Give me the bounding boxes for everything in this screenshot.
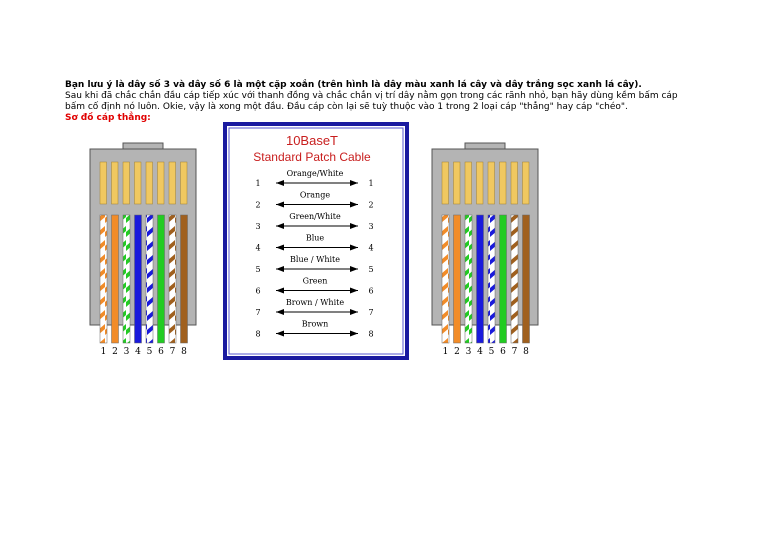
pin-number-left: 5 (255, 265, 260, 274)
connector-pin-number: 4 (477, 347, 483, 357)
wire-label: Blue / White (290, 255, 340, 264)
wire (499, 214, 507, 344)
wire (180, 214, 188, 344)
gold-contact (487, 161, 495, 205)
pin-number-right: 2 (368, 201, 373, 210)
pin-number-right: 3 (368, 222, 373, 231)
section-heading: Sơ đồ cáp thẳng: (65, 113, 151, 123)
connector-housing (431, 148, 539, 326)
wire (487, 214, 496, 344)
gold-contact (453, 161, 461, 205)
connector-pin-number: 1 (443, 347, 449, 357)
pin-row: 6 6 Green (255, 277, 373, 296)
gold-contact (157, 161, 165, 205)
gold-contact (168, 161, 176, 205)
wire (453, 214, 461, 344)
wire (441, 214, 450, 344)
gold-contact (499, 161, 507, 205)
wire (476, 214, 484, 344)
diagram-inner-frame (228, 127, 404, 355)
pin-number-left: 2 (255, 201, 260, 210)
wire-label: Green/White (289, 212, 341, 221)
wire (510, 214, 519, 344)
wire (157, 214, 165, 344)
pin-number-right: 4 (368, 244, 373, 253)
pin-number-right: 7 (368, 308, 373, 317)
note-bold: Bạn lưu ý là dây số 3 và dây số 6 là một… (65, 80, 642, 90)
gold-contact (441, 161, 449, 205)
diagram-subtitle: Standard Patch Cable (253, 150, 371, 164)
connector-pin-number: 2 (112, 347, 118, 357)
gold-contact (510, 161, 518, 205)
instruction-line-1: Sau khi đã chắc chắn đầu cáp tiếp xúc vớ… (65, 91, 678, 101)
pin-number-left: 4 (255, 244, 260, 253)
pin-number-right: 5 (368, 265, 373, 274)
connector-pin-number: 3 (124, 347, 130, 357)
wire-label: Brown / White (286, 298, 344, 307)
diagram-frame (223, 122, 409, 360)
pin-number-left: 8 (255, 330, 260, 339)
pin-number-left: 7 (255, 308, 260, 317)
wire (168, 214, 177, 344)
wire (464, 214, 473, 344)
pin-row: 2 2 Orange (255, 191, 373, 210)
connector-pin-number: 3 (466, 347, 472, 357)
wire (122, 214, 131, 344)
wire (134, 214, 142, 344)
patch-cable-diagram: 10BaseT Standard Patch Cable 1 1 Orange/Wh… (223, 122, 409, 360)
connector-pin-number: 2 (454, 347, 460, 357)
wire (111, 214, 119, 344)
gold-contact (134, 161, 142, 205)
gold-contact (476, 161, 484, 205)
pin-number-right: 6 (368, 287, 373, 296)
pin-number-right: 8 (368, 330, 373, 339)
gold-contact (99, 161, 107, 205)
connector-pin-number: 4 (135, 347, 141, 357)
connector-pin-number: 7 (512, 347, 518, 357)
connector-pin-number: 5 (489, 347, 495, 357)
latch-tab (464, 142, 506, 150)
pin-number-left: 3 (255, 222, 260, 231)
pin-row: 5 5 Blue / White (255, 255, 373, 274)
connector-pin-number: 7 (170, 347, 176, 357)
wire (145, 214, 154, 344)
pin-number-left: 1 (255, 179, 260, 188)
pin-row: 8 8 Brown (255, 320, 373, 339)
pin-number-right: 1 (368, 179, 373, 188)
instruction-line-2: bấm cố định nó luôn. Okie, vậy là xong m… (65, 102, 628, 112)
diagram-title: 10BaseT (286, 133, 338, 148)
gold-contact (180, 161, 188, 205)
wire-label: Orange/White (287, 169, 344, 178)
connector-housing (89, 148, 197, 326)
gold-contact (464, 161, 472, 205)
connector-pin-number: 1 (101, 347, 107, 357)
connector-pin-number: 5 (147, 347, 153, 357)
wire (522, 214, 530, 344)
gold-contact (122, 161, 130, 205)
connector-pin-number: 6 (158, 347, 164, 357)
wire-label: Green (303, 277, 328, 286)
pin-row: 4 4 Blue (255, 234, 373, 253)
gold-contact (522, 161, 530, 205)
wire-label: Orange (300, 191, 330, 200)
wire-label: Blue (306, 234, 325, 243)
wire (99, 214, 108, 344)
pin-row: 3 3 Green/White (255, 212, 373, 231)
text-block: Bạn lưu ý là dây số 3 và dây số 6 là một… (65, 80, 705, 124)
latch-tab (122, 142, 164, 150)
gold-contact (111, 161, 119, 205)
connector-pin-number: 8 (523, 347, 529, 357)
pin-number-left: 6 (255, 287, 260, 296)
gold-contact (145, 161, 153, 205)
wire-label: Brown (302, 320, 329, 329)
pin-row: 1 1 Orange/White (255, 169, 373, 188)
connector-pin-number: 6 (500, 347, 506, 357)
pin-row: 7 7 Brown / White (255, 298, 373, 317)
connector-pin-number: 8 (181, 347, 187, 357)
